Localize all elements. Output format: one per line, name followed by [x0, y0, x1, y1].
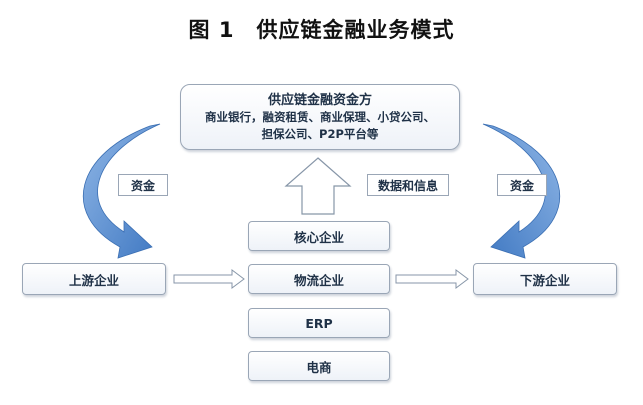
- data-info-label: 数据和信息: [367, 174, 449, 196]
- figure-title: 供应链金融业务模式: [256, 18, 455, 42]
- upstream-enterprise-box: 上游企业: [22, 263, 166, 295]
- figure-number: 图 1: [188, 18, 235, 42]
- fund-label-right: 资金: [497, 174, 547, 196]
- funder-title: 供应链金融资金方: [267, 92, 372, 108]
- core-enterprise-box: 核心企业: [248, 221, 390, 251]
- funder-box: 供应链金融资金方 商业银行，融资租赁、商业保理、小贷公司、 担保公司、P2P平台…: [180, 84, 460, 150]
- logistics-enterprise-box: 物流企业: [248, 264, 390, 294]
- funder-line-1: 商业银行，融资租赁、商业保理、小贷公司、: [205, 109, 435, 124]
- fund-label-left: 资金: [118, 174, 168, 196]
- erp-box: ERP: [248, 308, 390, 338]
- fund-flow-left-arrow: [82, 123, 161, 259]
- diagram-title: 图 1 供应链金融业务模式: [0, 14, 643, 44]
- funder-line-2: 担保公司、P2P平台等: [261, 126, 379, 141]
- fund-flow-right-arrow: [482, 123, 561, 259]
- upstream-to-logistics-arrow: [173, 269, 245, 289]
- ecommerce-box: 电商: [248, 351, 390, 381]
- data-flow-up-arrow: [284, 157, 352, 215]
- downstream-enterprise-box: 下游企业: [473, 263, 617, 295]
- logistics-to-downstream-arrow: [395, 269, 469, 289]
